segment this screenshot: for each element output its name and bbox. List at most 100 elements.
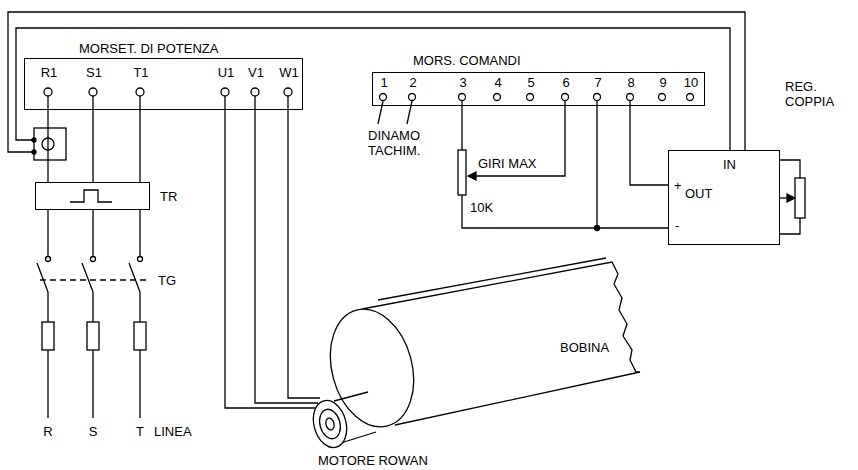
wiper-arrow	[787, 194, 795, 202]
terminal	[659, 94, 666, 101]
terminal-label: +	[674, 178, 682, 193]
part-label: TG	[158, 273, 176, 288]
wire	[92, 292, 93, 418]
switch-contact	[138, 257, 143, 262]
terminal	[494, 94, 501, 101]
terminal-label: 4	[494, 75, 501, 90]
connector-wire	[92, 110, 93, 182]
fuse	[87, 322, 99, 350]
terminal	[251, 88, 259, 96]
terminal	[687, 94, 694, 101]
switch-contact	[91, 257, 96, 262]
terminal-label: T1	[133, 65, 148, 80]
terminal-label: R1	[41, 65, 58, 80]
terminal-label: IN	[723, 157, 736, 172]
terminal	[136, 88, 144, 96]
terminal	[409, 94, 416, 101]
wiper-wire	[474, 101, 565, 176]
terminal	[527, 94, 534, 101]
roll-sheet	[378, 258, 606, 300]
wire	[47, 292, 48, 418]
motor-shaft	[325, 417, 336, 431]
terminal-label: 8	[627, 75, 634, 90]
connector-wire	[630, 106, 668, 185]
part-label: S	[89, 424, 98, 439]
fuse	[42, 322, 54, 350]
terminal	[459, 94, 466, 101]
terminal-label: 1	[380, 75, 387, 90]
potentiometer	[458, 150, 466, 195]
motor-wire	[225, 96, 316, 408]
terminal	[380, 94, 387, 101]
part-label: GIRI MAX	[478, 156, 537, 171]
wire	[47, 96, 48, 182]
wire	[461, 101, 462, 150]
wire	[780, 160, 800, 178]
part-label: 10K	[470, 200, 493, 215]
terminal-label: 2	[409, 75, 416, 90]
wire	[92, 210, 93, 256]
box-heading: TR	[160, 189, 177, 204]
wire	[92, 96, 93, 110]
wire	[462, 195, 597, 228]
terminal-box: MORS. COMANDI12345678910	[372, 72, 705, 106]
fuse	[134, 322, 146, 350]
box-heading: MORS. COMANDI	[413, 53, 521, 68]
terminal	[284, 88, 292, 96]
potentiometer	[795, 178, 805, 218]
part-label: MOTORE ROWAN	[318, 453, 428, 468]
switch-blade	[129, 263, 140, 292]
switch-blade	[82, 263, 93, 292]
terminal-label: 6	[562, 75, 569, 90]
terminal	[562, 94, 569, 101]
switch-blade	[37, 263, 48, 292]
wire	[139, 292, 140, 418]
terminal	[627, 94, 634, 101]
dynamo-lead	[407, 101, 412, 124]
terminal	[44, 88, 52, 96]
wiper-arrow	[468, 172, 476, 180]
terminal-label: 7	[594, 75, 601, 90]
part-label: DINAMO TACHIM.	[368, 128, 438, 158]
terminal-box: MORSET. DI POTENZAR1S1T1U1V1W1	[24, 58, 303, 110]
terminal-label: W1	[279, 65, 299, 80]
switch-and-fuses	[37, 210, 150, 418]
motor-wire	[255, 96, 318, 403]
motor-end	[308, 397, 351, 452]
switch-link	[40, 279, 150, 280]
part-label: R	[43, 424, 52, 439]
terminal	[89, 88, 97, 96]
terminal	[221, 88, 229, 96]
current-sensor	[34, 128, 66, 160]
terminal-label: 9	[659, 75, 666, 90]
dynamo-lead	[378, 101, 383, 124]
motor-flange	[316, 407, 343, 441]
terminal-label: 5	[527, 75, 534, 90]
motor-wire	[288, 96, 320, 398]
terminal	[594, 94, 601, 101]
relay-box: TR	[35, 182, 150, 210]
switch-contact	[46, 257, 51, 262]
part-label: BOBINA	[560, 340, 609, 355]
terminal-label: U1	[218, 65, 235, 80]
terminal-label: OUT	[685, 186, 712, 201]
connector-wire	[597, 106, 668, 228]
current-sensor-ring	[42, 138, 54, 150]
terminal-label: -	[675, 218, 679, 233]
command-terminals	[380, 94, 694, 107]
part-label: LINEA	[154, 424, 192, 439]
terminal-box: REG. COPPIA+OUT-IN	[668, 150, 780, 245]
part-label: T	[136, 424, 144, 439]
wire	[139, 96, 140, 182]
box-heading: REG. COPPIA	[785, 79, 843, 109]
wire	[780, 218, 800, 234]
wire	[139, 210, 140, 256]
terminal-label: S1	[86, 65, 102, 80]
terminal-label: 10	[684, 75, 698, 90]
terminal-label: 3	[459, 75, 466, 90]
thermal-relay-symbol	[70, 190, 112, 202]
terminal-label: V1	[248, 65, 264, 80]
